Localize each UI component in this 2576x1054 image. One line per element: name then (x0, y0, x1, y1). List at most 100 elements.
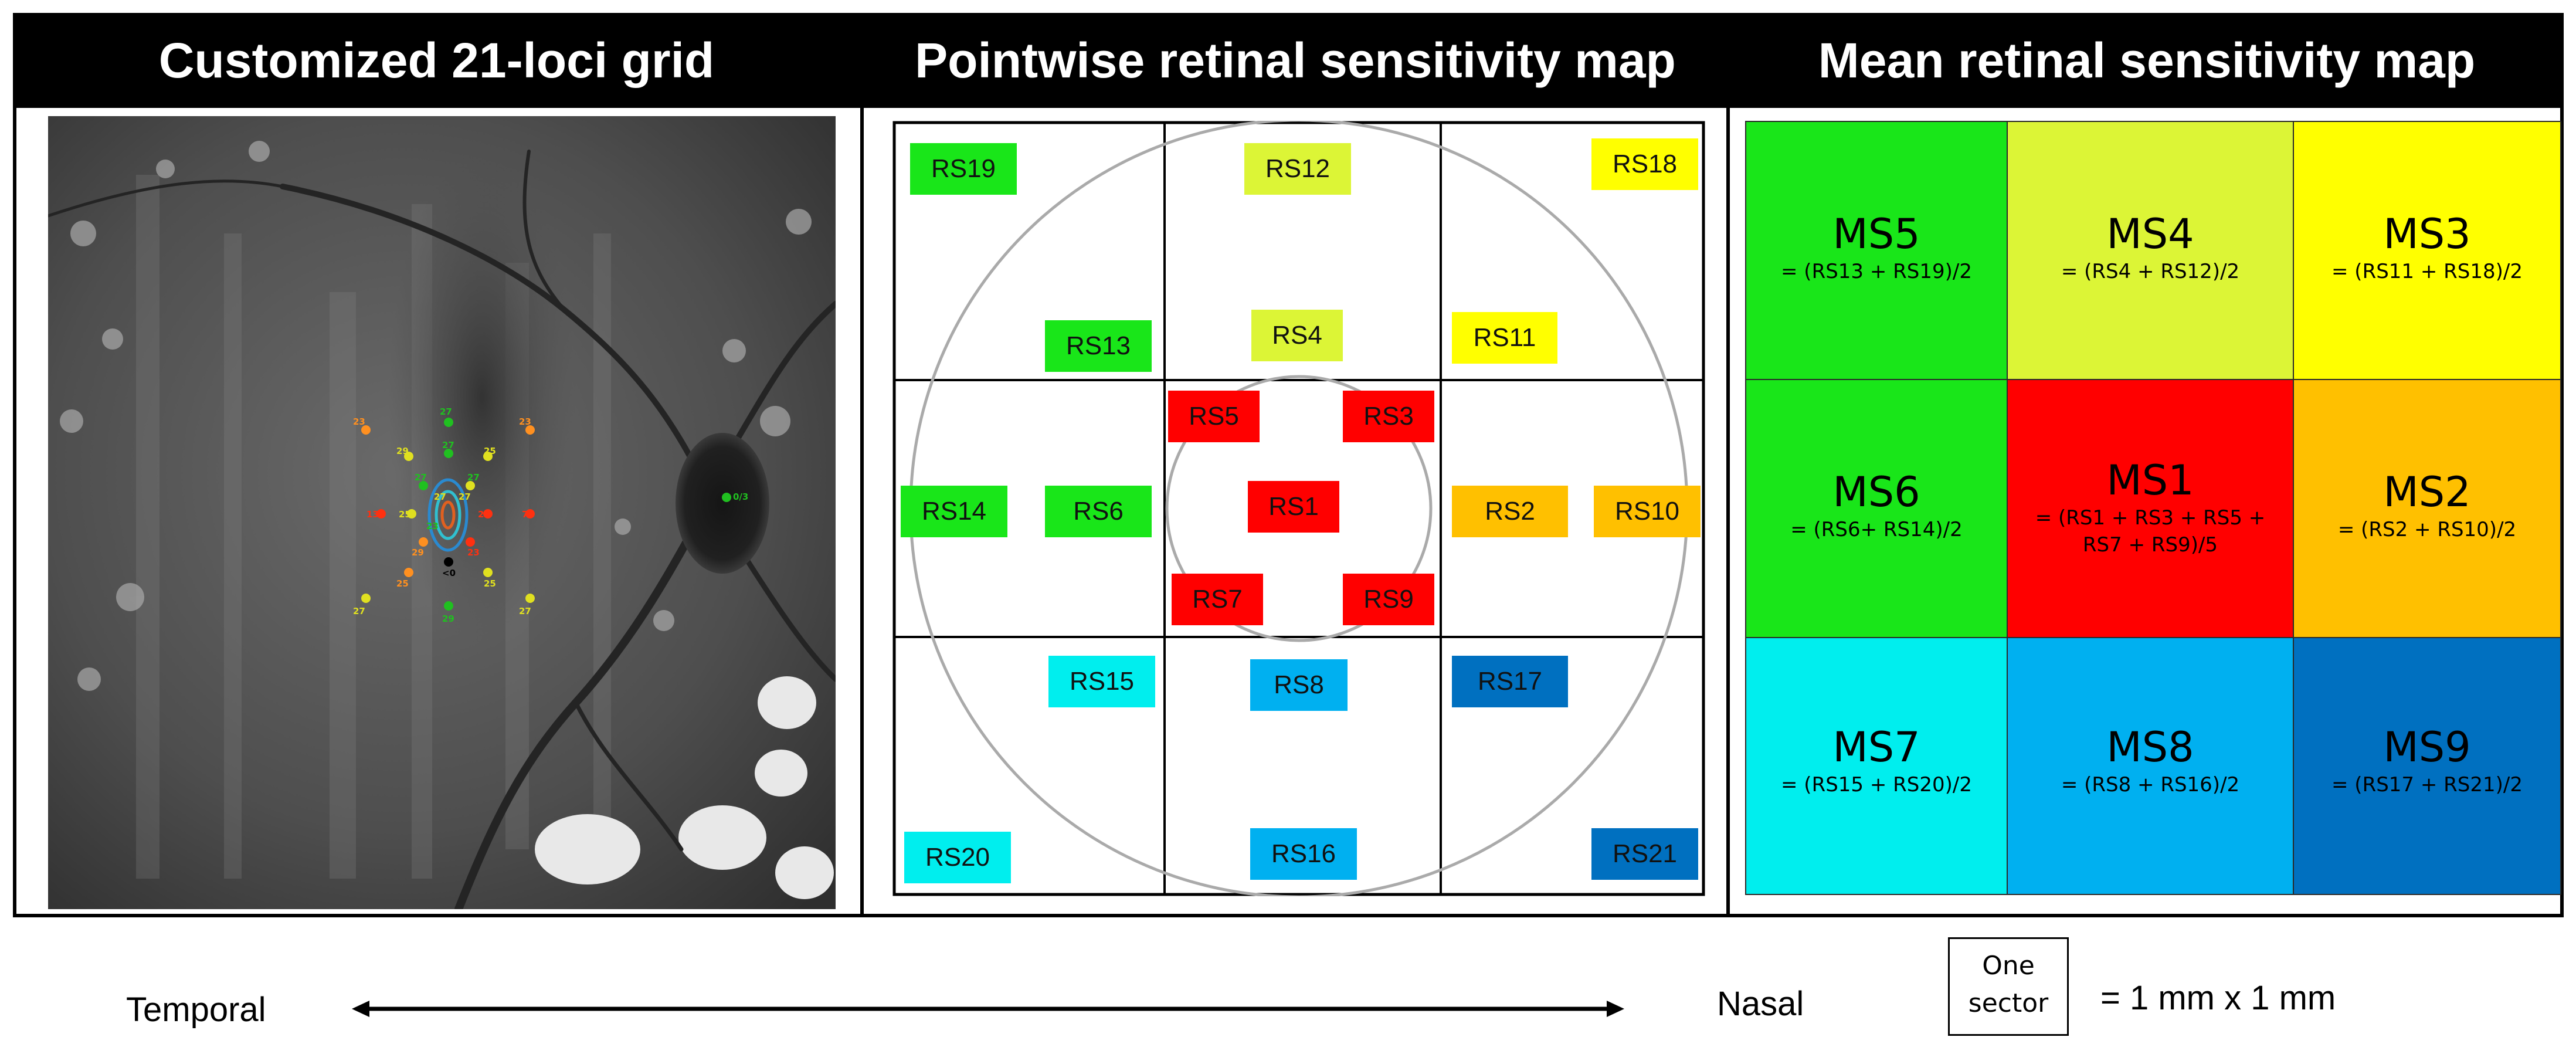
fundus-label: 0/3 (733, 492, 749, 502)
rs-box-19: RS19 (910, 143, 1017, 195)
ms-name: MS5 (1832, 210, 1920, 258)
fundus-label: 23 (467, 547, 480, 558)
fundus-label: 25 (396, 578, 409, 589)
fundus-label: 7 (522, 509, 528, 520)
sector-line1: One (1982, 951, 2035, 981)
fundus-label: 29 (396, 446, 409, 456)
panel-divider-right (1726, 108, 1730, 917)
fundus-label: 27 (519, 606, 531, 616)
rs-box-5: RS5 (1168, 391, 1260, 442)
rs-label: RS10 (1614, 497, 1680, 526)
fundus-label: 27 (434, 492, 446, 502)
rs-box-21: RS21 (1591, 828, 1698, 880)
rs-box-18: RS18 (1591, 138, 1698, 190)
sector-legend-box: One sector (1948, 937, 2069, 1036)
rs-box-13: RS13 (1045, 320, 1152, 372)
ms-cell-7: MS7 = (RS15 + RS20)/2 (1745, 637, 2008, 895)
fundus-image: 27 27 23 23 29 25 27 27 25 27 13 27 27 7… (48, 116, 836, 909)
rs-label: RS14 (921, 497, 987, 526)
fundus-label: 23 (519, 416, 531, 427)
ms-name: MS8 (2106, 723, 2194, 771)
ms-formula: = (RS8 + RS16)/2 (2061, 773, 2240, 797)
rs-label: RS20 (925, 843, 990, 872)
ms-name: MS1 (2106, 456, 2194, 504)
fundus-label: 29 (412, 547, 424, 558)
title-bar (13, 13, 2564, 108)
rs-label: RS4 (1272, 321, 1322, 350)
rs-label: RS18 (1612, 150, 1678, 178)
rs-label: RS9 (1363, 585, 1414, 614)
fundus-label: 27 (459, 492, 471, 502)
pointwise-map: RS19 RS12 RS18 RS13 RS4 RS11 RS5 RS3 RS1… (892, 121, 1705, 896)
fundus-label: 27 (442, 440, 454, 450)
rs-box-6: RS6 (1045, 486, 1152, 537)
panel-frame (13, 108, 2564, 917)
ms-formula: = (RS6+ RS14)/2 (1790, 518, 1963, 541)
fundus-label: 13 (366, 509, 379, 520)
rs-label: RS13 (1065, 331, 1131, 360)
ms-cell-1: MS1 = (RS1 + RS3 + RS5 + RS7 + RS9)/5 (2007, 379, 2294, 638)
fundus-label: 23 (426, 521, 439, 531)
sector-scale: = 1 mm x 1 mm (2100, 979, 2336, 1017)
fundus-label: 29 (442, 614, 454, 624)
fundus-label: 23 (353, 416, 365, 427)
fundus-label: <0 (442, 568, 456, 578)
panel-divider-left (860, 108, 864, 917)
rs-label: RS1 (1268, 492, 1319, 521)
ms-formula: = (RS11 + RS18)/2 (2331, 260, 2523, 283)
rs-box-4: RS4 (1251, 310, 1343, 361)
direction-arrow (352, 1001, 1624, 1017)
rs-box-16: RS16 (1250, 828, 1357, 880)
ms-formula: = (RS2 + RS10)/2 (2337, 518, 2517, 541)
ms-formula: = (RS13 + RS19)/2 (1781, 260, 1972, 283)
rs-label: RS5 (1189, 402, 1239, 431)
ms-cell-2: MS2 = (RS2 + RS10)/2 (2293, 379, 2561, 638)
rs-label: RS15 (1069, 667, 1135, 696)
fundus-svg (48, 116, 836, 909)
rs-box-3: RS3 (1343, 391, 1434, 442)
rs-box-17: RS17 (1452, 656, 1568, 707)
rs-label: RS7 (1192, 585, 1243, 614)
mean-map: MS5 = (RS13 + RS19)/2 MS4 = (RS4 + RS12)… (1745, 121, 2561, 895)
ms-cell-5: MS5 = (RS13 + RS19)/2 (1745, 121, 2008, 380)
fundus-label: 25 (484, 446, 496, 456)
ms-name: MS9 (2383, 723, 2471, 771)
left-panel-title: Customized 21-loci grid (158, 33, 715, 88)
fundus-label: 27 (440, 406, 452, 417)
rs-box-15: RS15 (1048, 656, 1155, 707)
fundus-label: 27 (353, 606, 365, 616)
sector-line2: sector (1968, 988, 2049, 1018)
ms-formula: = (RS15 + RS20)/2 (1781, 773, 1972, 797)
rs-box-12: RS12 (1244, 143, 1351, 195)
ms-name: MS4 (2106, 210, 2194, 258)
rs-label: RS12 (1265, 154, 1331, 183)
ms-name: MS3 (2383, 210, 2471, 258)
rs-box-10: RS10 (1594, 486, 1701, 537)
rs-box-20: RS20 (904, 832, 1011, 883)
rs-label: RS8 (1274, 670, 1324, 699)
fundus-labels: 27 27 23 23 29 25 27 27 25 27 13 27 27 7… (48, 116, 836, 909)
rs-box-9: RS9 (1343, 574, 1434, 625)
ms-cell-3: MS3 = (RS11 + RS18)/2 (2293, 121, 2561, 380)
ms-name: MS6 (1832, 468, 1920, 516)
rs-label: RS11 (1473, 323, 1536, 352)
ms-formula: = (RS17 + RS21)/2 (2331, 773, 2523, 797)
ms-formula: = (RS4 + RS12)/2 (2061, 260, 2240, 283)
fundus-label: 27 (415, 472, 427, 483)
rs-label: RS17 (1477, 667, 1543, 696)
rs-box-1: RS1 (1248, 481, 1339, 533)
ms-cell-6: MS6 = (RS6+ RS14)/2 (1745, 379, 2008, 638)
fundus-label: 27 (467, 472, 480, 483)
rs-box-8: RS8 (1250, 659, 1348, 711)
fundus-label: 25 (399, 509, 411, 520)
middle-panel-title: Pointwise retinal sensitivity map (915, 33, 1676, 88)
rs-label: RS3 (1363, 402, 1414, 431)
fundus-label: 27 (478, 509, 490, 520)
ms-cell-9: MS9 = (RS17 + RS21)/2 (2293, 637, 2561, 895)
ms-name: MS7 (1832, 723, 1920, 771)
rs-box-14: RS14 (901, 486, 1007, 537)
ms-cell-4: MS4 = (RS4 + RS12)/2 (2007, 121, 2294, 380)
temporal-label: Temporal (126, 991, 266, 1029)
right-panel-title: Mean retinal sensitivity map (1818, 33, 2476, 88)
ms-formula: = (RS1 + RS3 + RS5 + RS7 + RS9)/5 (2035, 506, 2266, 557)
